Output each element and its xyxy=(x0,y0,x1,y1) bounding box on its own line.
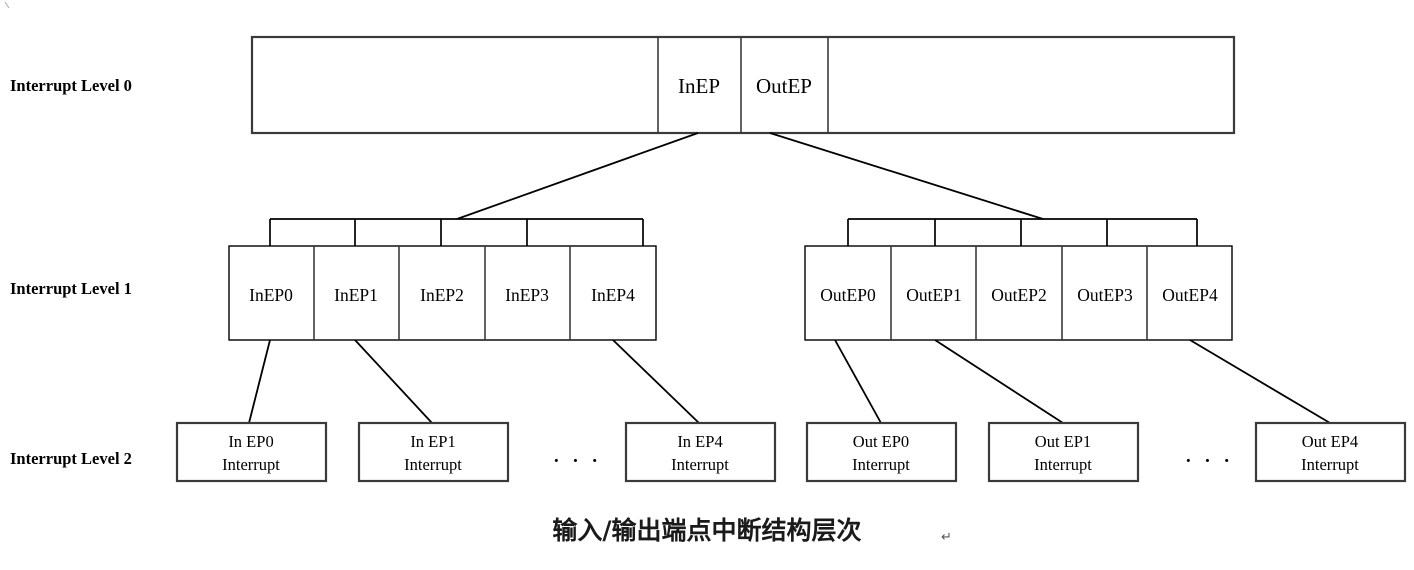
out-interrupt-leaf-4[interactable]: Out EP4 Interrupt xyxy=(1254,421,1407,483)
level-label-2: Interrupt Level 2 xyxy=(10,449,132,468)
out-leaf-line2-1: Interrupt xyxy=(1034,455,1092,474)
level0-row: InEP OutEP xyxy=(250,35,1236,135)
in-leaf-line2-4: Interrupt xyxy=(671,455,729,474)
in-interrupt-leaf-0[interactable]: In EP0 Interrupt xyxy=(175,421,328,483)
connector-inep0-to-leaf xyxy=(248,339,271,424)
in-endpoint-cell-1[interactable]: InEP1 xyxy=(334,285,378,305)
connector-inep4-to-leaf xyxy=(612,339,700,424)
out-endpoint-cell-3[interactable]: OutEP3 xyxy=(1077,285,1133,305)
in-leaf-line1-0: In EP0 xyxy=(228,432,273,451)
out-leaf-line2-0: Interrupt xyxy=(852,455,910,474)
out-leaf-ellipsis: · · · xyxy=(1184,446,1233,475)
level-label-1: Interrupt Level 1 xyxy=(10,279,132,298)
in-endpoint-array: InEP0 InEP1 InEP2 InEP3 InEP4 xyxy=(228,245,657,341)
out-endpoint-cell-2[interactable]: OutEP2 xyxy=(991,285,1046,305)
in-endpoint-bracket xyxy=(269,218,644,262)
out-leaf-box-1[interactable] xyxy=(987,421,1140,483)
out-interrupt-leaf-1[interactable]: Out EP1 Interrupt xyxy=(987,421,1140,483)
in-interrupt-leaf-1[interactable]: In EP1 Interrupt xyxy=(357,421,510,483)
out-leaf-line2-4: Interrupt xyxy=(1301,455,1359,474)
connector-outep4-to-leaf xyxy=(1189,339,1331,424)
level0-cell-outep[interactable]: OutEP xyxy=(756,74,812,98)
figure-caption: 输入/输出端点中断结构层次 xyxy=(552,516,861,545)
level0-container[interactable] xyxy=(250,35,1236,135)
out-leaf-box-4[interactable] xyxy=(1254,421,1407,483)
out-interrupt-leaf-0[interactable]: Out EP0 Interrupt xyxy=(805,421,958,483)
out-endpoint-container[interactable] xyxy=(804,245,1233,341)
in-leaf-line1-1: In EP1 xyxy=(410,432,455,451)
out-endpoint-array: OutEP0 OutEP1 OutEP2 OutEP3 OutEP4 xyxy=(804,245,1233,341)
in-interrupt-leaf-4[interactable]: In EP4 Interrupt xyxy=(624,421,777,483)
in-leaf-ellipsis: · · · xyxy=(552,446,601,475)
in-endpoint-cell-4[interactable]: InEP4 xyxy=(591,285,635,305)
out-leaf-box-0[interactable] xyxy=(805,421,958,483)
in-leaf-line1-4: In EP4 xyxy=(677,432,722,451)
in-endpoint-cell-3[interactable]: InEP3 xyxy=(505,285,549,305)
in-leaf-box-4[interactable] xyxy=(624,421,777,483)
in-leaf-line2-1: Interrupt xyxy=(404,455,462,474)
connector-inep-to-level1 xyxy=(456,132,699,220)
out-leaf-line1-4: Out EP4 xyxy=(1302,432,1358,451)
paragraph-mark-icon: ↵ xyxy=(941,530,952,545)
in-leaf-box-0[interactable] xyxy=(175,421,328,483)
connector-outep0-to-leaf xyxy=(834,339,882,424)
connector-outep1-to-leaf xyxy=(934,339,1064,424)
in-leaf-line2-0: Interrupt xyxy=(222,455,280,474)
out-leaf-line1-0: Out EP0 xyxy=(853,432,909,451)
out-endpoint-cell-4[interactable]: OutEP4 xyxy=(1162,285,1218,305)
in-leaf-box-1[interactable] xyxy=(357,421,510,483)
out-endpoint-cell-1[interactable]: OutEP1 xyxy=(906,285,961,305)
in-endpoint-cell-0[interactable]: InEP0 xyxy=(249,285,293,305)
connector-inep1-to-leaf xyxy=(354,339,433,424)
level-label-0: Interrupt Level 0 xyxy=(10,76,132,95)
connector-outep-to-level1 xyxy=(769,132,1044,220)
in-endpoint-cell-2[interactable]: InEP2 xyxy=(420,285,464,305)
stray-mark xyxy=(4,1,10,9)
out-leaf-line1-1: Out EP1 xyxy=(1035,432,1091,451)
out-endpoint-cell-0[interactable]: OutEP0 xyxy=(820,285,876,305)
level0-cell-inep[interactable]: InEP xyxy=(678,74,720,98)
in-endpoint-container[interactable] xyxy=(228,245,657,341)
